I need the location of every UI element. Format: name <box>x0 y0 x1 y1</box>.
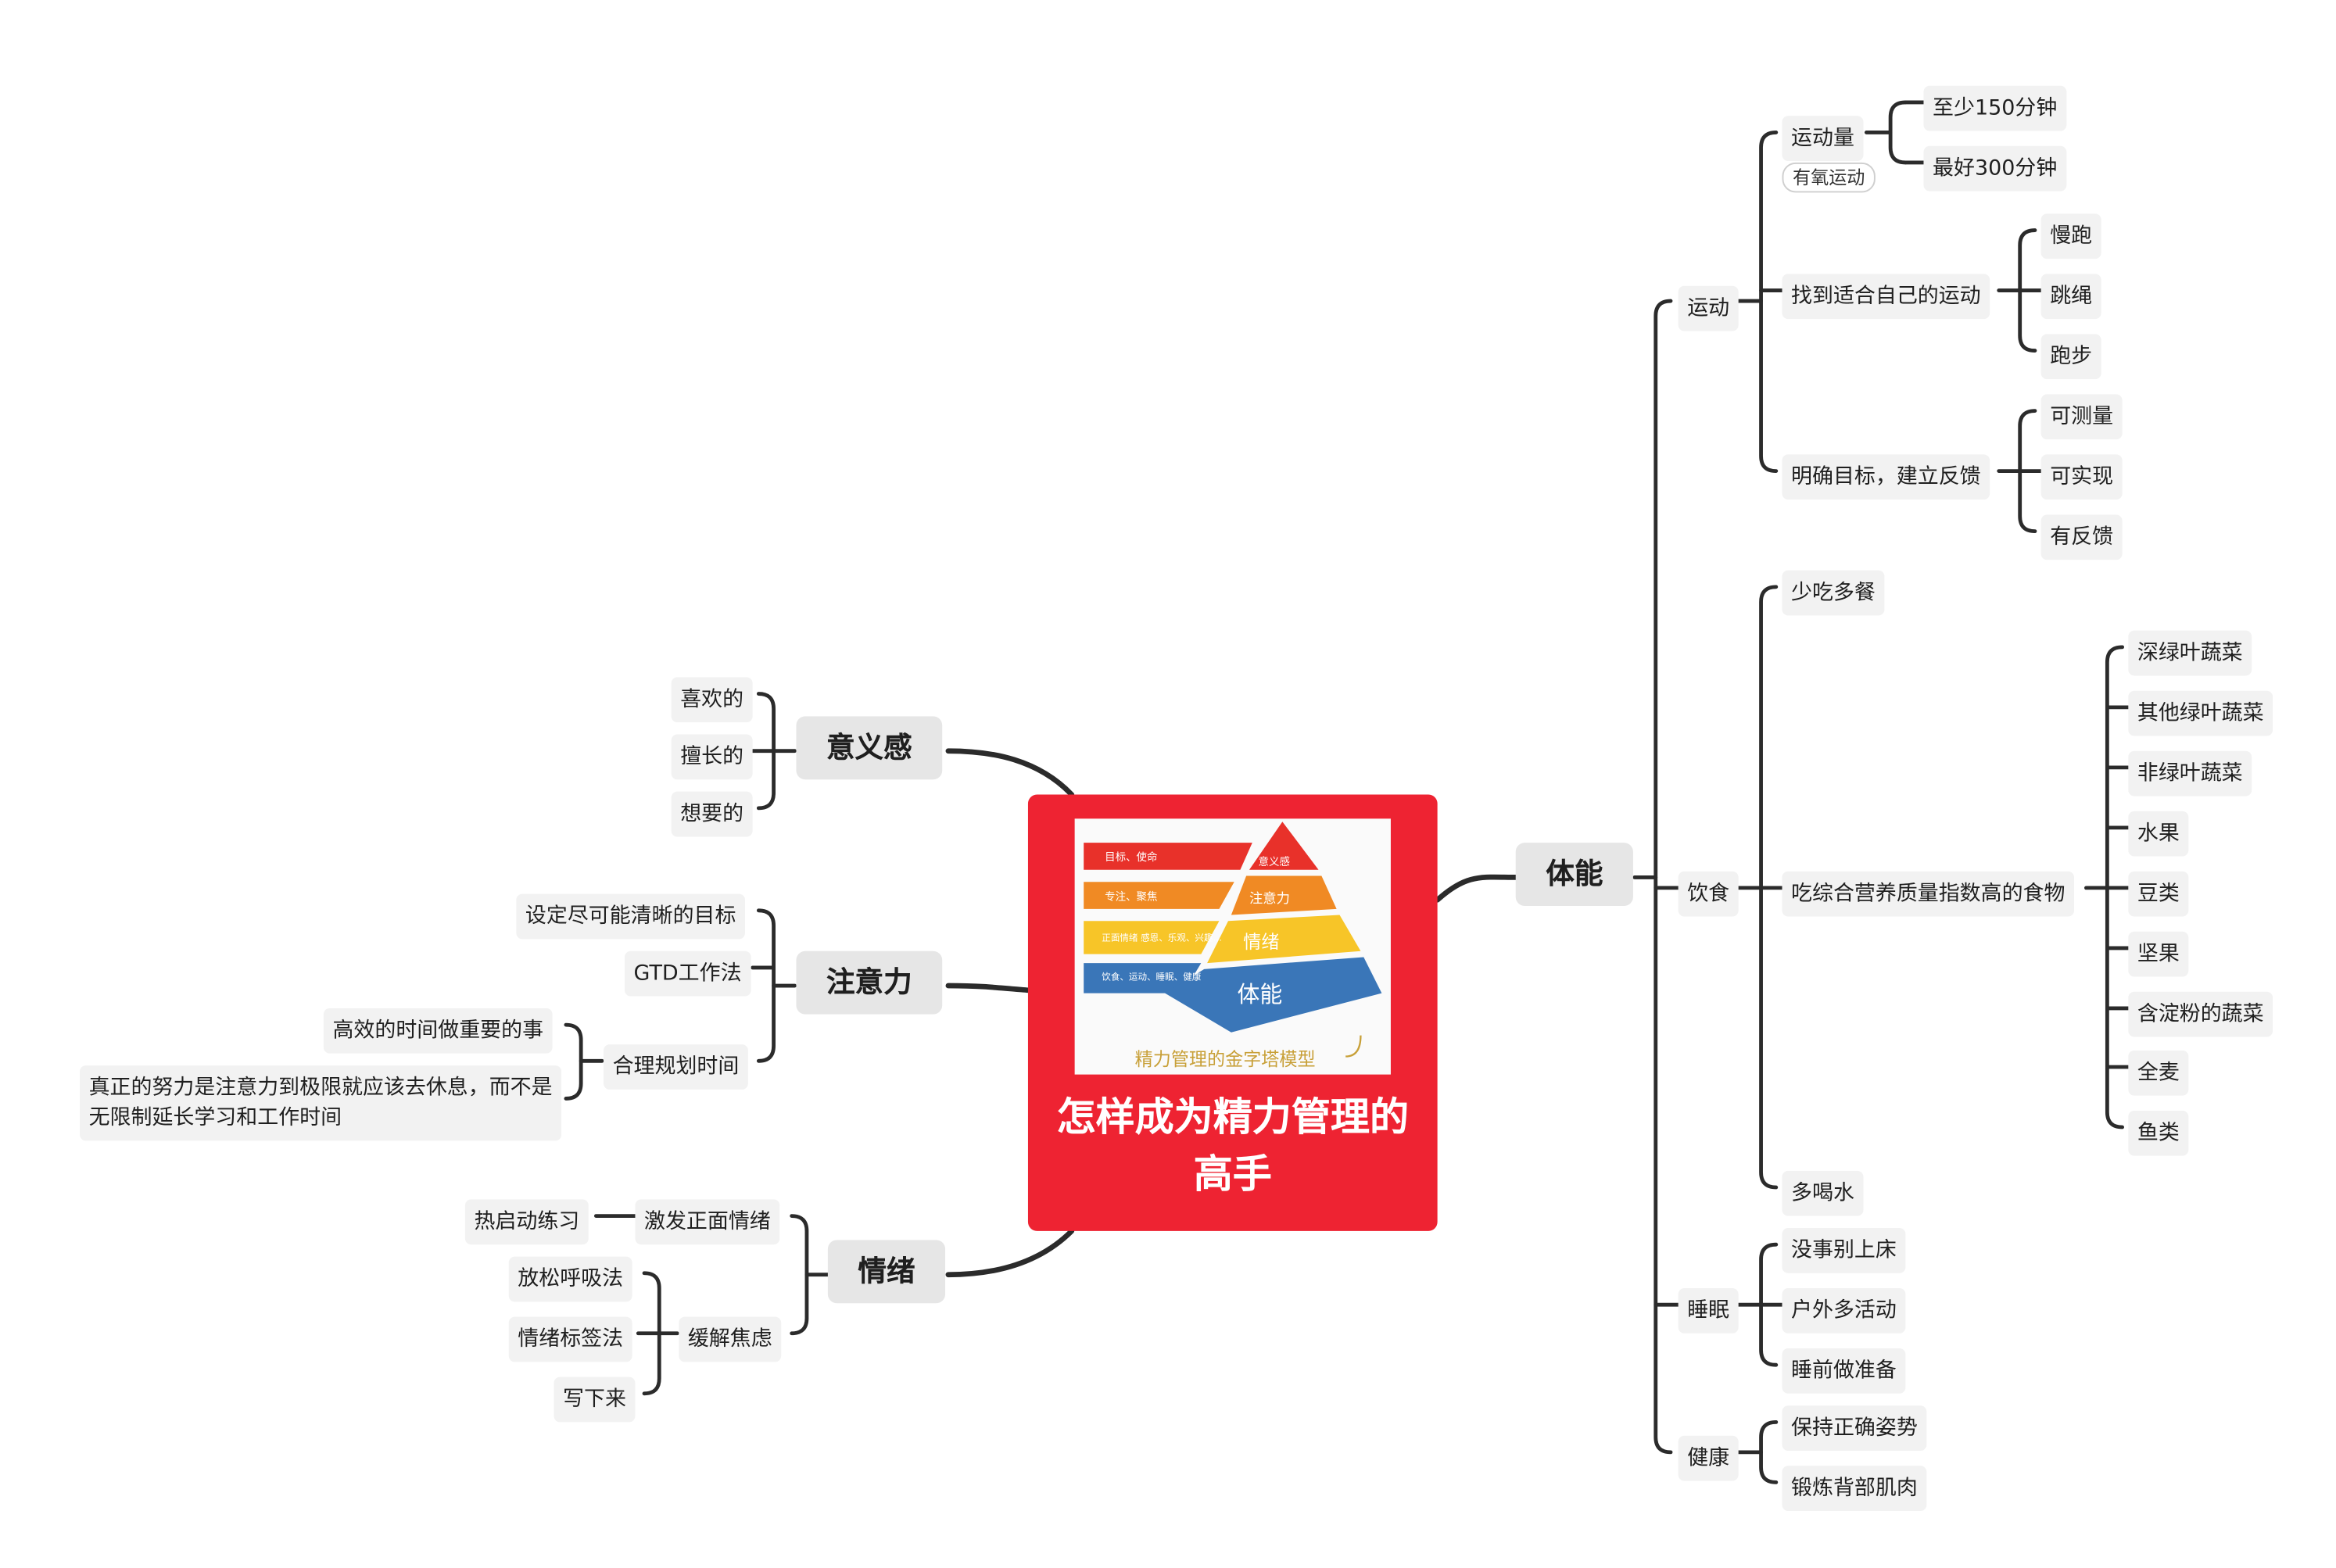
node-health-1[interactable]: 保持正确姿势 <box>1782 1405 1927 1451</box>
branch-zhuyili[interactable]: 注意力 <box>796 950 943 1015</box>
pyramid-label-physical: 体能 <box>1238 981 1283 1008</box>
pyramid-image: 目标、使命 专注、聚焦 正面情绪 感恩、乐观、兴趣… 饮食、运动、睡眠、健康 意… <box>1074 818 1391 1075</box>
node-zonghe[interactable]: 吃综合营养质量指数高的食物 <box>1782 871 2075 917</box>
band-physical-desc: 饮食、运动、睡眠、健康 <box>1102 971 1201 982</box>
node-sleep-1[interactable]: 没事别上床 <box>1782 1228 1906 1273</box>
node-mingque[interactable]: 明确目标，建立反馈 <box>1782 454 1990 500</box>
band-physical <box>1084 963 1202 993</box>
pyramid-label-attention: 注意力 <box>1249 891 1290 907</box>
band-meaning-desc: 目标、使命 <box>1105 850 1158 864</box>
node-gaoxiao[interactable]: 高效的时间做重要的事 <box>323 1008 553 1054</box>
node-xihuan[interactable]: 喜欢的 <box>671 677 753 723</box>
node-guihua[interactable]: 合理规划时间 <box>604 1044 748 1090</box>
tag-youyang: 有氧运动 <box>1782 162 1876 193</box>
node-jiankang[interactable]: 健康 <box>1678 1435 1739 1481</box>
node-jifa[interactable]: 激发正面情绪 <box>635 1199 780 1245</box>
node-health-2[interactable]: 锻炼背部肌肉 <box>1782 1466 1927 1511</box>
node-paobu[interactable]: 跑步 <box>2040 334 2101 380</box>
food-item[interactable]: 全麦 <box>2128 1050 2189 1096</box>
node-sleep-2[interactable]: 户外多活动 <box>1782 1288 1906 1334</box>
node-yundongliang[interactable]: 运动量 <box>1782 116 1864 162</box>
branch-tineng[interactable]: 体能 <box>1515 843 1633 907</box>
node-tiaosheng[interactable]: 跳绳 <box>2040 274 2101 320</box>
node-yundong[interactable]: 运动 <box>1678 285 1739 331</box>
node-gtd[interactable]: GTD工作法 <box>624 950 751 997</box>
food-item[interactable]: 非绿叶蔬菜 <box>2128 750 2252 797</box>
node-zhenzheng[interactable]: 真正的努力是注意力到极限就应该去休息，而不是无限制延长学习和工作时间 <box>80 1065 562 1141</box>
node-mubiao[interactable]: 设定尽可能清晰的目标 <box>516 893 746 940</box>
branch-qingxu[interactable]: 情绪 <box>827 1240 946 1304</box>
node-manpao[interactable]: 慢跑 <box>2040 213 2101 260</box>
root-title: 怎样成为精力管理的高手 <box>1056 1095 1410 1198</box>
node-reqidong[interactable]: 热启动练习 <box>464 1199 589 1245</box>
pyramid-caption: 精力管理的金字塔模型 <box>1135 1050 1316 1070</box>
node-150[interactable]: 至少150分钟 <box>1923 85 2066 131</box>
node-shanchang[interactable]: 擅长的 <box>671 734 753 780</box>
node-huanjie[interactable]: 缓解焦虑 <box>679 1316 782 1362</box>
node-kecel[interactable]: 可测量 <box>2040 394 2123 440</box>
food-item[interactable]: 其他绿叶蔬菜 <box>2128 690 2273 736</box>
node-keshixian[interactable]: 可实现 <box>2040 454 2123 500</box>
food-item[interactable]: 坚果 <box>2128 931 2189 977</box>
pyramid-third <box>1207 915 1361 964</box>
food-item[interactable]: 含淀粉的蔬菜 <box>2128 991 2273 1037</box>
pyramid-label-meaning: 意义感 <box>1259 855 1290 868</box>
node-yinshi[interactable]: 饮食 <box>1678 871 1739 917</box>
node-biaoqian[interactable]: 情绪标签法 <box>508 1316 632 1362</box>
node-duoheshui[interactable]: 多喝水 <box>1782 1170 1864 1216</box>
pyramid-top <box>1249 822 1319 870</box>
node-zhaodao[interactable]: 找到适合自己的运动 <box>1782 274 1990 320</box>
band-attention <box>1084 882 1234 909</box>
node-fangsong[interactable]: 放松呼吸法 <box>508 1256 632 1302</box>
pyramid-second <box>1231 875 1337 915</box>
food-item[interactable]: 水果 <box>2128 811 2189 857</box>
food-item[interactable]: 豆类 <box>2128 871 2189 917</box>
band-meaning <box>1084 843 1252 870</box>
node-xiexialai[interactable]: 写下来 <box>554 1376 636 1423</box>
pyramid-label-emotion: 情绪 <box>1243 933 1279 953</box>
node-xiangyao[interactable]: 想要的 <box>671 791 753 837</box>
node-shaochi[interactable]: 少吃多餐 <box>1782 570 1885 616</box>
node-shuimian[interactable]: 睡眠 <box>1678 1288 1739 1334</box>
band-emotion <box>1084 921 1220 954</box>
food-item[interactable]: 鱼类 <box>2128 1110 2189 1156</box>
pyramid-base <box>1165 957 1382 1033</box>
branch-yiyigan[interactable]: 意义感 <box>796 716 943 780</box>
node-300[interactable]: 最好300分钟 <box>1923 145 2066 192</box>
node-sleep-3[interactable]: 睡前做准备 <box>1782 1348 1906 1394</box>
band-attention-desc: 专注、聚焦 <box>1105 890 1157 903</box>
node-youfankui[interactable]: 有反馈 <box>2040 514 2123 560</box>
food-item[interactable]: 深绿叶蔬菜 <box>2128 630 2252 676</box>
band-emotion-desc: 正面情绪 感恩、乐观、兴趣… <box>1102 932 1222 943</box>
